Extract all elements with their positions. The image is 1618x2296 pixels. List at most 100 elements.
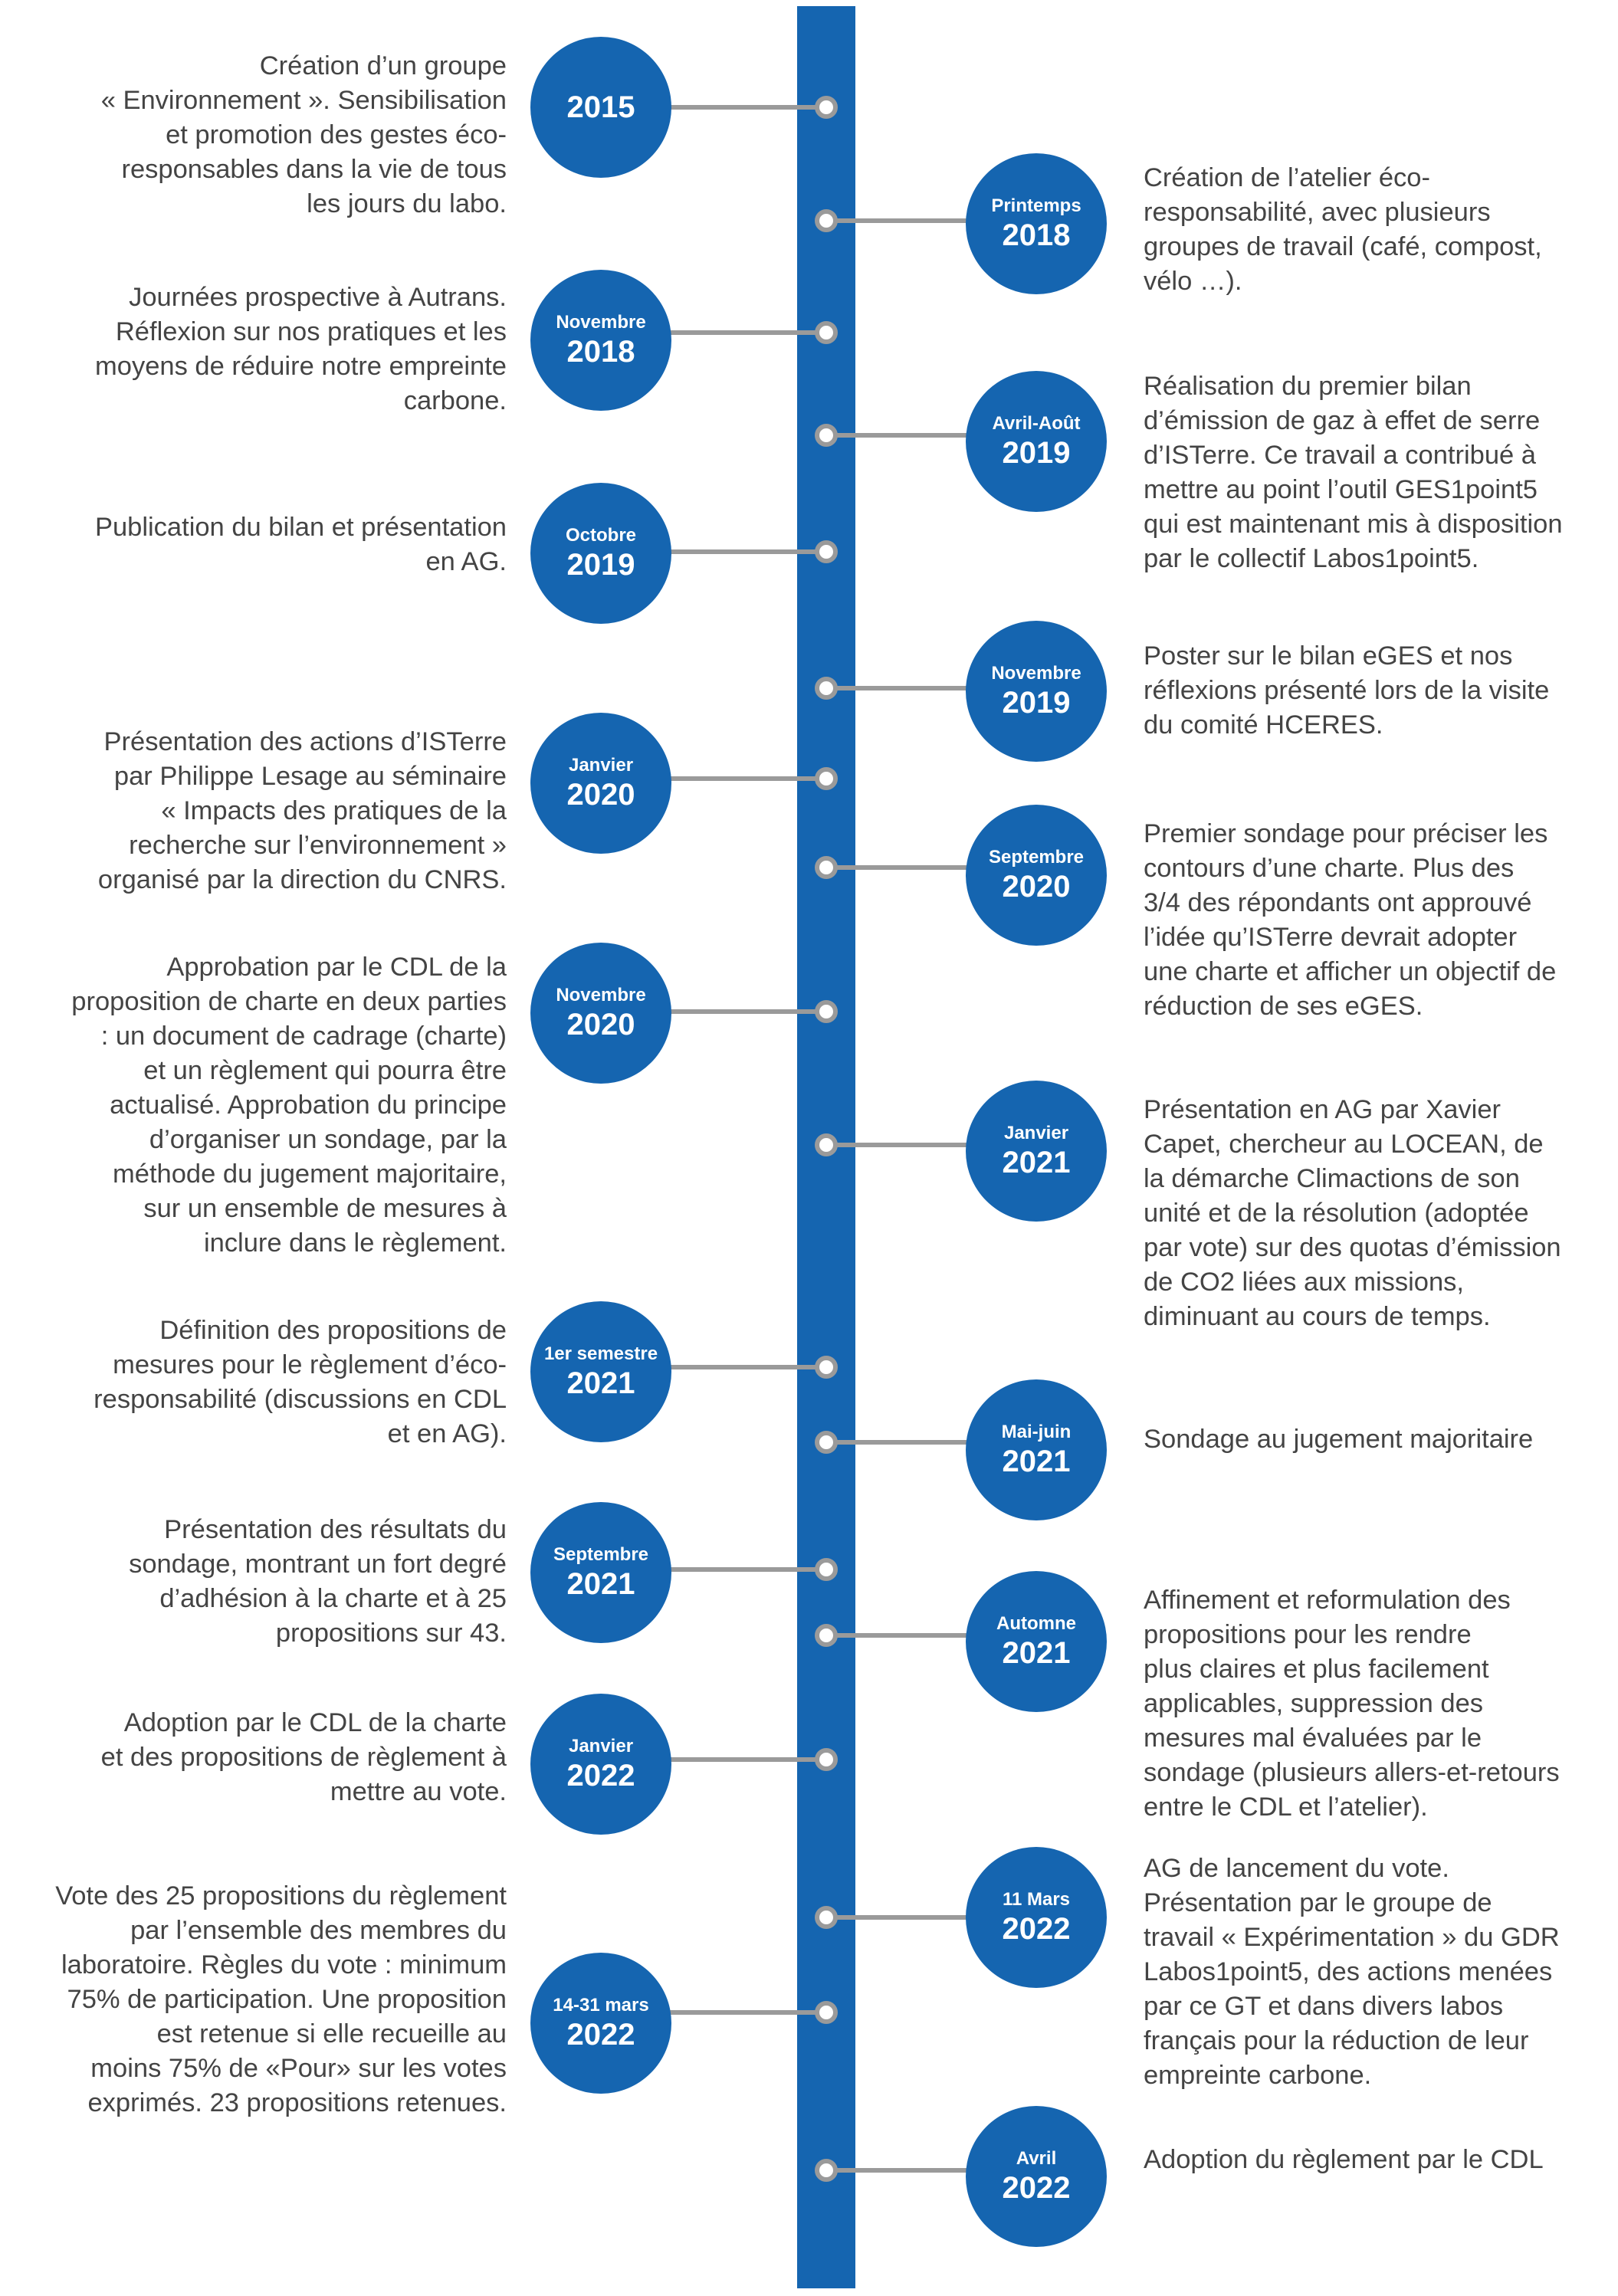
event-description: Journées prospective à Autrans. Réflexio… [95,283,507,415]
date-badge-period: Janvier [568,1736,634,1756]
connector-line [601,1365,826,1369]
date-badge-year: 2021 [566,1567,635,1601]
connector-line [601,1567,826,1572]
event-description: Présentation des résultats du sondage, m… [129,1515,507,1648]
connector-line [601,1009,826,1014]
timeline-dot [815,540,838,563]
timeline-dot [815,1624,838,1647]
event-description: Vote des 25 propositions du règlement pa… [55,1881,507,2117]
connector-line [826,1633,1036,1638]
timeline-dot [815,677,838,700]
date-badge-period: Novembre [556,312,646,333]
event-description: Création d’un groupe « Environnement ». … [100,51,507,218]
date-badge-period: Janvier [568,755,634,776]
event-description: Affinement et reformulation des proposit… [1144,1586,1560,1822]
connector-line [601,776,826,781]
connector-line [826,1440,1036,1445]
event-description: Poster sur le bilan eGES et nos réflexio… [1144,641,1550,740]
connector-line [826,1915,1036,1920]
timeline-dot [815,767,838,790]
date-badge-year: 2021 [1002,1636,1071,1670]
date-badge: 2015 [530,37,671,178]
timeline-dot [815,1748,838,1771]
date-badge-year: 2021 [1002,1445,1071,1478]
date-badge-year: 2020 [566,1008,635,1041]
date-badge-year: 2020 [566,778,635,812]
event-description: Adoption du règlement par le CDL [1144,2145,1544,2174]
event-description: Sondage au jugement majoritaire [1144,1425,1534,1454]
timeline-dot [815,1000,838,1023]
timeline-dot [815,2159,838,2182]
event-description: Adoption par le CDL de la charte et des … [100,1708,507,1806]
connector-line [826,218,1036,223]
date-badge-period: Mai-juin [1001,1422,1072,1442]
connector-line [826,433,1036,438]
connector-line [601,549,826,554]
date-badge: Janvier 2021 [966,1081,1107,1222]
date-badge-year: 2021 [1002,1146,1071,1179]
date-badge-year: 2019 [566,548,635,582]
timeline-dot [815,321,838,344]
timeline-dot [815,2001,838,2024]
event-description: Premier sondage pour préciser les contou… [1144,819,1557,1021]
date-badge-year: 2018 [566,335,635,369]
connector-line [826,1143,1036,1147]
event-description: Présentation des actions d’ISTerre par P… [97,727,507,894]
date-badge-period: Octobre [565,525,636,546]
date-badge-year: 2019 [1002,436,1071,470]
date-badge-period: Novembre [991,663,1081,684]
date-badge-period: Avril [1016,2148,1057,2169]
date-badge-period: 11 Mars [1002,1889,1071,1910]
connector-line [601,2010,826,2015]
timeline-dot [815,209,838,232]
date-badge-year: 2018 [1002,218,1071,252]
event-description: Définition des propositions de mesures p… [94,1316,507,1448]
connector-line [601,1757,826,1762]
timeline-dot [815,1431,838,1454]
date-badge-year: 2015 [566,90,635,124]
timeline-dot [815,1133,838,1156]
date-badge-period: Avril-Août [992,413,1081,434]
event-description: Approbation par le CDL de la proposition… [71,953,507,1258]
connector-line [601,330,826,335]
event-description: AG de lancement du vote. Présentation pa… [1144,1854,1560,2090]
date-badge-period: 1er semestre [543,1343,658,1364]
timeline-dot [815,1558,838,1581]
timeline-dot [815,424,838,447]
date-badge-period: Septembre [988,847,1085,868]
date-badge-period: Septembre [553,1544,649,1565]
timeline-dot [815,856,838,879]
event-description: Création de l’atelier éco- responsabilit… [1144,163,1542,296]
date-badge-year: 2022 [1002,1912,1071,1946]
connector-line [601,105,826,110]
event-description: Publication du bilan et présentation en … [94,513,507,576]
date-badge-year: 2020 [1002,870,1071,904]
connector-line [826,865,1036,870]
event-description: Réalisation du premier bilan d’émission … [1144,372,1563,573]
date-badge-period: Novembre [556,985,646,1005]
date-badge-year: 2022 [1002,2171,1071,2205]
date-badge-period: Janvier [1003,1123,1069,1143]
date-badge-period: Automne [996,1613,1076,1634]
date-badge-year: 2022 [566,1759,635,1793]
date-badge: Novembre 2020 [530,943,671,1084]
connector-line [826,2168,1036,2173]
date-badge-period: 14-31 mars [553,1995,649,2016]
date-badge: Mai-juin 2021 [966,1379,1107,1520]
date-badge-year: 2022 [566,2018,635,2052]
event-description: Présentation en AG par Xavier Capet, che… [1144,1095,1561,1331]
date-badge-year: 2021 [566,1366,635,1400]
